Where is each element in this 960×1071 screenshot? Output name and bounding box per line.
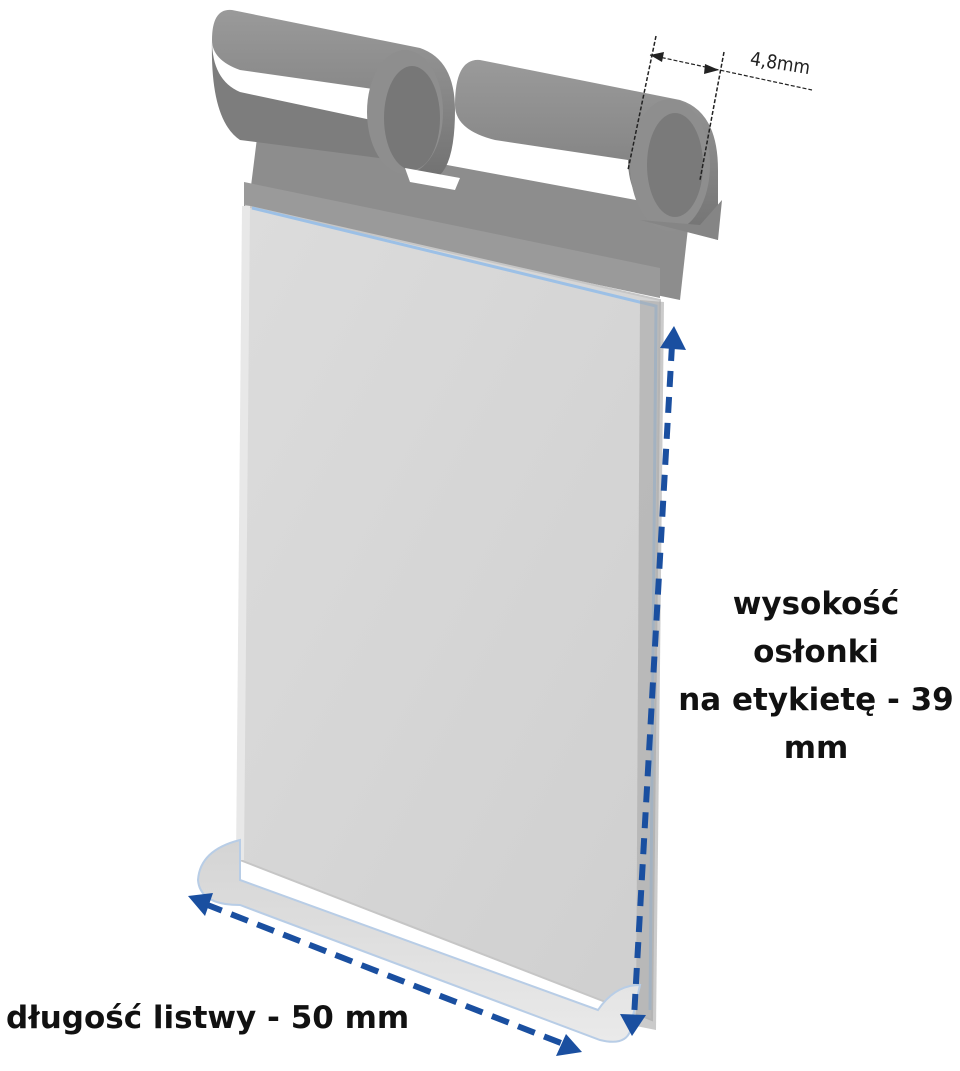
height-label-line-1: wysokość osłonki [732, 586, 900, 670]
length-dimension-arrow [188, 893, 582, 1056]
length-label: długość listwy - 50 mm [6, 1000, 410, 1036]
left-clip [211, 9, 460, 190]
height-label-line-2: na etykietę - 39 [678, 682, 954, 718]
height-label: wysokość osłonki na etykietę - 39 mm [668, 580, 960, 772]
height-label-line-3: mm [783, 730, 849, 766]
height-dimension-arrow [620, 326, 686, 1036]
hook-plate [244, 130, 690, 300]
right-clip [455, 59, 722, 240]
clip-width-dimension [627, 35, 813, 181]
label-cover-panel [196, 204, 664, 1043]
